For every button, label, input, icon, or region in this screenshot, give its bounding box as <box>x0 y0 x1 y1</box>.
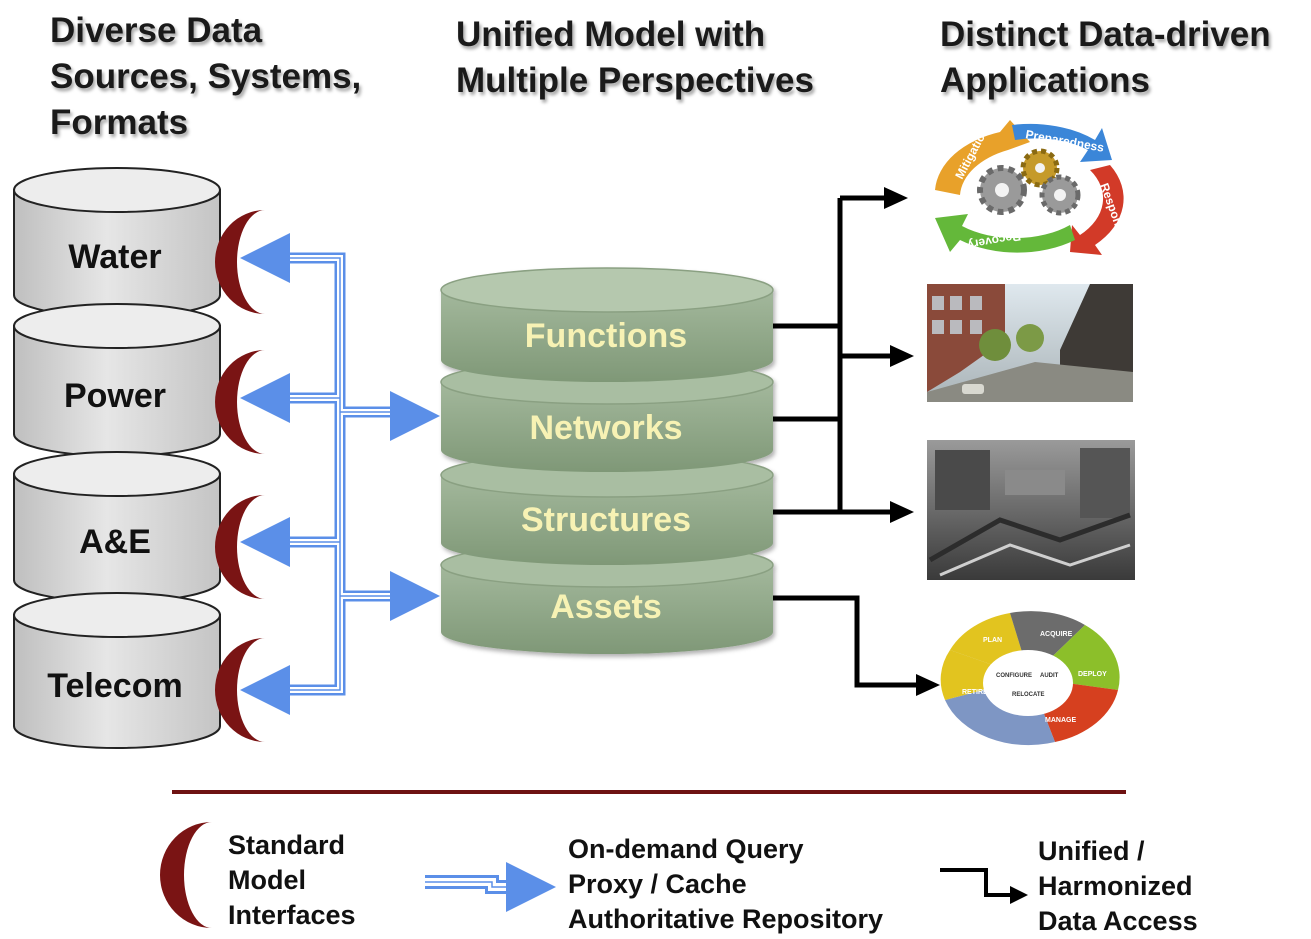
legend-standard-model-interfaces: Standard Model Interfaces <box>228 828 356 933</box>
model-layer-functions: Functions <box>440 267 774 382</box>
source-cylinder-telecom: Telecom <box>13 592 221 749</box>
layer-label-structures: Structures <box>521 501 691 539</box>
heading-line: Applications <box>940 61 1151 100</box>
legend-line: Data Access <box>1038 906 1198 936</box>
arrowhead-app-4 <box>916 674 940 696</box>
lifecycle-label-retire: RETIRE <box>962 689 988 696</box>
layer-label-assets: Assets <box>550 588 662 626</box>
model-cylinder: Assets Structures Networks Functions <box>440 267 774 654</box>
legend-interface-crescent-icon <box>160 822 212 928</box>
heading-line: Sources, Systems, <box>50 57 362 96</box>
app-emergency-cycle: Mitigation Preparedness Response Recover… <box>935 120 1130 255</box>
heading-line: Unified Model with <box>456 15 766 54</box>
data-access-connectors <box>773 195 918 688</box>
source-label-water: Water <box>68 238 161 276</box>
interface-crescents <box>215 210 265 742</box>
interface-crescent-ae <box>215 495 265 599</box>
lifecycle-label-deploy: DEPLOY <box>1078 671 1107 678</box>
query-connectors <box>288 252 395 696</box>
layer-label-networks: Networks <box>529 409 682 447</box>
legend-access-arrow-icon <box>940 868 1028 904</box>
arrowhead-app-2 <box>890 345 914 367</box>
app-construction-photo <box>927 440 1135 580</box>
source-label-telecom: Telecom <box>47 667 182 705</box>
legend-line: Model <box>228 865 306 895</box>
lifecycle-label-relocate: RELOCATE <box>1012 692 1045 698</box>
heading-line: Multiple Perspectives <box>456 61 814 100</box>
legend-line: Unified / <box>1038 836 1145 866</box>
gears-icon <box>977 148 1081 216</box>
legend-line: Harmonized <box>1038 871 1193 901</box>
data-access-arrowheads <box>884 187 940 696</box>
heading-line: Distinct Data-driven <box>940 15 1271 54</box>
arrowhead-telecom <box>240 665 290 715</box>
arrowhead-ae <box>240 517 290 567</box>
legend-on-demand-query: On-demand Query Proxy / Cache Authoritat… <box>568 832 883 937</box>
legend-line: Standard <box>228 830 346 860</box>
legend-line: Interfaces <box>228 900 356 930</box>
layer-label-functions: Functions <box>525 317 687 355</box>
source-cylinder-power: Power <box>13 303 221 457</box>
app-lifecycle-cycle: PLAN ACQUIRE DEPLOY MANAGE RETIRE CONFIG… <box>940 611 1120 746</box>
arrowhead-power <box>240 373 290 423</box>
legend-line: On-demand Query <box>568 834 804 864</box>
arrowhead-water <box>240 233 290 283</box>
legend-harmonized-data-access: Unified / Harmonized Data Access <box>1038 834 1198 939</box>
heading-line: Formats <box>50 103 189 142</box>
app-street-photo <box>927 284 1133 402</box>
heading-applications: Distinct Data-driven Applications <box>940 12 1271 104</box>
arrowhead-app-3 <box>890 501 914 523</box>
source-label-ae: A&E <box>79 523 151 561</box>
lifecycle-label-plan: PLAN <box>983 637 1002 644</box>
arrowhead-assets <box>390 571 440 621</box>
heading-line: Diverse Data <box>50 11 263 50</box>
heading-unified-model: Unified Model with Multiple Perspectives <box>456 12 814 104</box>
source-cylinder-water: Water <box>13 167 221 318</box>
interface-crescent-water <box>215 210 265 314</box>
lifecycle-label-audit: AUDIT <box>1040 673 1059 679</box>
legend-query-arrow-icon <box>425 862 556 912</box>
interface-crescent-telecom <box>215 638 265 742</box>
heading-data-sources: Diverse Data Sources, Systems, Formats <box>50 8 361 146</box>
lifecycle-label-manage: MANAGE <box>1045 717 1076 724</box>
lifecycle-label-configure: CONFIGURE <box>996 673 1032 679</box>
source-label-power: Power <box>64 377 166 415</box>
legend-line: Proxy / Cache <box>568 869 747 899</box>
legend-line: Authoritative Repository <box>568 904 884 934</box>
arrowhead-app-1 <box>884 187 908 209</box>
query-arrowheads <box>240 233 440 715</box>
interface-crescent-power <box>215 350 265 454</box>
source-cylinder-ae: A&E <box>13 451 221 603</box>
arrowhead-networks <box>390 391 440 441</box>
lifecycle-label-acquire: ACQUIRE <box>1040 631 1073 638</box>
